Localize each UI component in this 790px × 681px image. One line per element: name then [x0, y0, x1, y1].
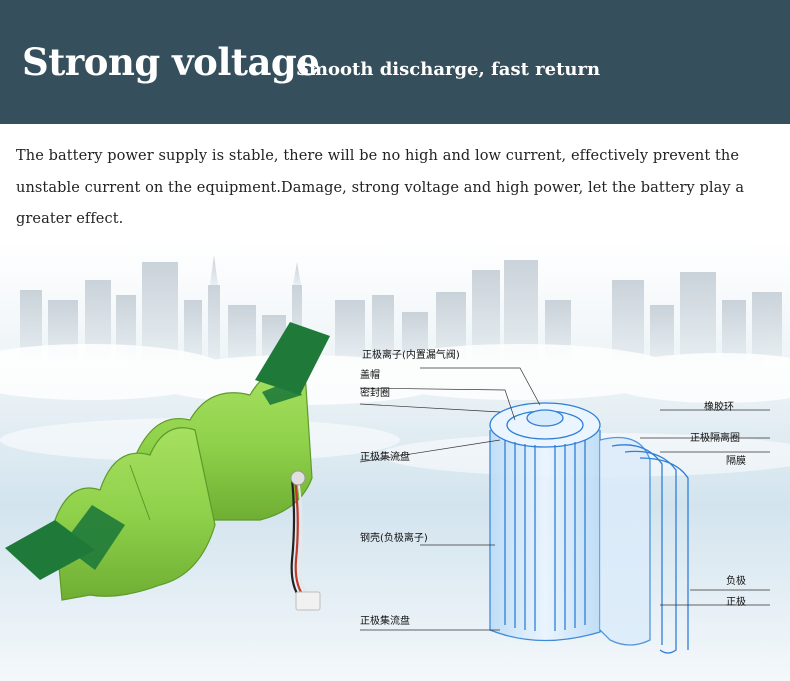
label-positive-isolation-ring: 正极隔离圈	[690, 433, 740, 444]
label-positive-collector-bottom: 正极集流盘	[360, 616, 410, 627]
description-text: The battery power supply is stable, ther…	[16, 148, 745, 227]
battery-illustration: 正极离子(内置漏气阀) 盖帽 密封圈 橡胶环 正极隔离圈 隔膜 正极集流盘 钢壳…	[0, 240, 790, 681]
label-positive-ion: 正极离子(内置漏气阀)	[362, 350, 460, 361]
label-rubber-ring: 橡胶环	[704, 402, 734, 413]
cell-cutaway	[489, 402, 689, 654]
page-subtitle: Smooth discharge, fast return	[296, 59, 601, 80]
city-skyline	[20, 255, 782, 360]
label-seal-ring: 密封圈	[360, 388, 390, 399]
battery-scene-svg	[0, 240, 790, 681]
label-cap: 盖帽	[360, 370, 380, 381]
battery-pack	[5, 322, 330, 611]
label-positive-collector-top: 正极集流盘	[360, 452, 410, 463]
label-separator: 隔膜	[726, 456, 746, 467]
leader-lines	[359, 367, 770, 631]
label-steel-shell: 钢壳(负极离子)	[360, 533, 428, 544]
header-banner: Strong voltage Smooth discharge, fast re…	[0, 0, 790, 124]
label-negative-electrode: 负极	[726, 576, 746, 587]
page-title: Strong voltage	[22, 40, 320, 84]
label-positive-electrode: 正极	[726, 597, 746, 608]
